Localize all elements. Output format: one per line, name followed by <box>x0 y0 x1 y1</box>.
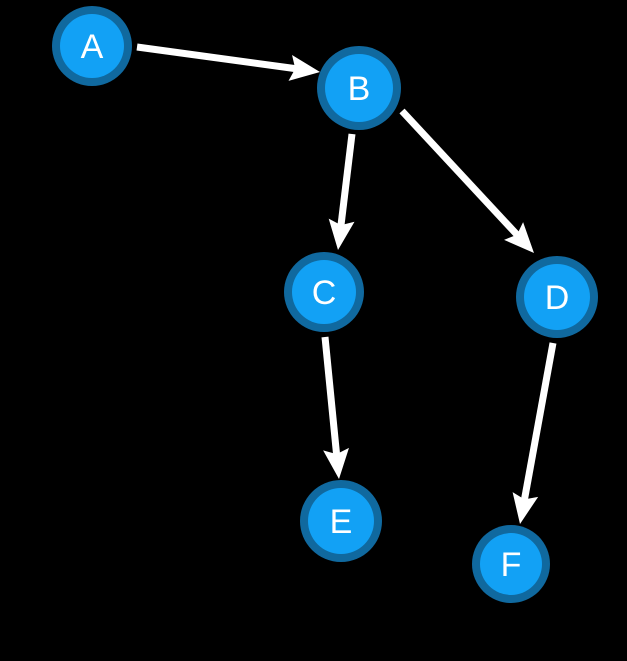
edge-shaft <box>337 133 356 227</box>
node-fill <box>292 260 356 324</box>
node-label: B <box>348 70 371 108</box>
edge-shaft <box>399 108 521 238</box>
edge-shaft <box>520 342 557 502</box>
node-label: D <box>545 279 570 317</box>
edge-b-c <box>328 133 356 250</box>
edges-layer <box>136 43 557 524</box>
node-e[interactable]: E <box>300 480 382 562</box>
node-label: F <box>501 546 522 584</box>
node-label: A <box>81 28 104 66</box>
edge-d-f <box>512 342 557 524</box>
node-c[interactable]: C <box>284 252 364 332</box>
node-fill <box>480 533 542 595</box>
node-a[interactable]: A <box>52 6 132 86</box>
edge-shaft <box>136 43 297 73</box>
arrowhead-icon <box>323 447 349 479</box>
arrowhead-icon <box>288 55 320 81</box>
node-fill <box>60 14 124 78</box>
arrowhead-icon <box>328 218 355 250</box>
nodes-layer: A B C D E F <box>52 6 598 603</box>
node-label: E <box>330 503 353 541</box>
node-fill <box>308 488 374 554</box>
edge-b-d <box>399 108 534 253</box>
node-label: C <box>312 274 337 312</box>
node-fill <box>524 264 590 330</box>
edge-a-b <box>136 43 320 81</box>
node-d[interactable]: D <box>516 256 598 338</box>
node-f[interactable]: F <box>472 525 550 603</box>
node-fill <box>325 54 393 122</box>
edge-shaft <box>321 336 341 456</box>
arrowhead-icon <box>512 492 539 524</box>
arrowhead-icon <box>504 222 534 253</box>
edge-c-e <box>321 336 349 479</box>
node-b[interactable]: B <box>317 46 401 130</box>
